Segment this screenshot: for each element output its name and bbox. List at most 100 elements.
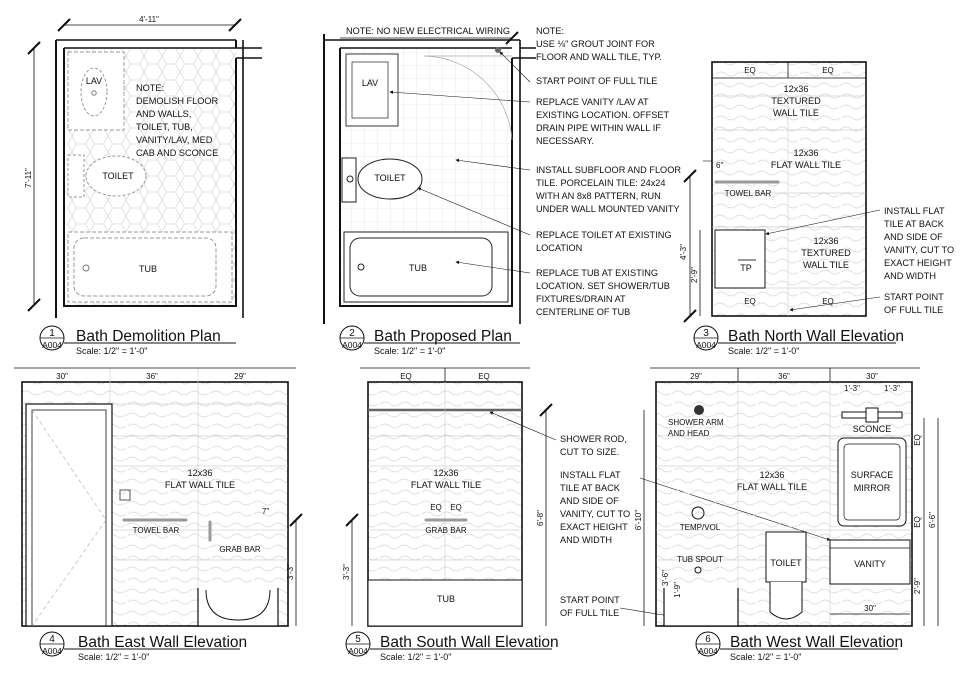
svg-text:REPLACE TOILET AT EXISTING: REPLACE TOILET AT EXISTING [536,230,671,240]
north-install-note: INSTALL FLAT TILE AT BACK AND SIDE OF VA… [884,206,954,281]
svg-text:A004: A004 [42,340,62,350]
svg-text:12x36: 12x36 [433,468,458,478]
north-start-note: START POINT OF FULL TILE [884,292,944,315]
west-dim-36: 3'-6" [661,570,670,586]
svg-text:START POINT: START POINT [884,292,944,302]
svg-text:4: 4 [49,634,55,645]
svg-text:1: 1 [49,328,55,339]
west-eq-lower: EQ [913,516,922,528]
demo-tub-label: TUB [139,264,157,274]
svg-text:6: 6 [705,634,711,645]
svg-text:Scale: 1/2" = 1'-0": Scale: 1/2" = 1'-0" [374,346,445,356]
svg-text:12x36: 12x36 [793,148,818,158]
title-block-4: 4 A004 Bath East Wall Elevation Scale: 1… [39,631,247,662]
svg-text:LOCATION. SET SHOWER/TUB: LOCATION. SET SHOWER/TUB [536,281,670,291]
demo-height-dim: 7'-11" [24,168,33,188]
title-block-6: 6 A004 Bath West Wall Elevation Scale: 1… [695,631,903,662]
svg-text:SHOWER ARM: SHOWER ARM [668,418,724,427]
svg-text:INSTALL SUBFLOOR AND FLOOR: INSTALL SUBFLOOR AND FLOOR [536,165,681,175]
west-temp-vol: TEMP/VOL [680,523,721,532]
view-title-4: Bath East Wall Elevation [78,634,247,651]
svg-text:EXACT HEIGHT: EXACT HEIGHT [884,258,952,268]
svg-text:CUT TO SIZE.: CUT TO SIZE. [560,447,619,457]
svg-text:Scale: 1/2" = 1'-0": Scale: 1/2" = 1'-0" [380,652,451,662]
west-shower-arm-label: SHOWER ARM AND HEAD [668,418,724,438]
south-install-note: INSTALL FLAT TILE AT BACK AND SIDE OF VA… [560,470,630,545]
svg-text:12x36: 12x36 [759,470,784,480]
east-tile-label: 12x36 FLAT WALL TILE [165,468,235,490]
svg-text:TOILET, TUB,: TOILET, TUB, [136,122,193,132]
demo-note: NOTE: DEMOLISH FLOOR AND WALLS, TOILET, … [136,83,219,158]
view-north-wall-elevation: EQ EQ 12x36 TEXTURED WALL TILE 12x36 FLA… [679,61,954,323]
svg-text:AND WIDTH: AND WIDTH [560,535,612,545]
east-dim-29: 29" [234,372,246,381]
view-demolition-plan: 4'-11" 7'-11" LAV TOILET TUB NOTE: DEMOL… [24,15,262,318]
svg-text:A004: A004 [42,646,62,656]
svg-text:Scale: 1/2" = 1'-0": Scale: 1/2" = 1'-0" [730,652,801,662]
svg-text:WITH AN 8x8 PATTERN, RUN: WITH AN 8x8 PATTERN, RUN [536,191,661,201]
svg-text:WALL TILE: WALL TILE [803,260,849,270]
south-start-note: START POINT OF FULL TILE [560,595,620,618]
east-dim-36: 36" [146,372,158,381]
svg-text:MIRROR: MIRROR [854,483,891,493]
west-eq-upper: EQ [913,434,922,446]
svg-text:NECESSARY.: NECESSARY. [536,136,594,146]
west-dim-19: 1'-9" [673,582,682,598]
north-eq-top-left: EQ [744,66,756,75]
svg-text:INSTALL FLAT: INSTALL FLAT [884,206,945,216]
north-towel-bar: TOWEL BAR [725,189,772,198]
svg-text:TILE AT BACK: TILE AT BACK [560,483,621,493]
west-dim-29-right: 2'-9" [913,578,922,594]
north-textured-tile-label: 12x36 TEXTURED WALL TILE [771,84,821,118]
svg-text:OF FULL TILE: OF FULL TILE [884,305,943,315]
north-dim-29: 2'-9" [690,267,699,283]
svg-text:FLAT WALL TILE: FLAT WALL TILE [737,482,807,492]
north-dim-43: 4'-3" [679,244,688,260]
svg-text:Scale: 1/2" = 1'-0": Scale: 1/2" = 1'-0" [76,346,147,356]
svg-text:FLAT WALL TILE: FLAT WALL TILE [771,160,841,170]
proposed-lav-label: LAV [362,78,378,88]
west-dim-30: 30" [866,372,878,381]
south-shower-note: SHOWER ROD, CUT TO SIZE. [560,434,627,457]
south-eq-small-left: EQ [430,503,442,512]
south-eq-right: EQ [478,372,490,381]
view-west-wall-elevation: 29" 36" 30" 1'-3" 1'-3" SHOWER ARM AND H… [634,367,939,627]
svg-text:A004: A004 [348,646,368,656]
svg-text:REPLACE VANITY /LAV AT: REPLACE VANITY /LAV AT [536,97,649,107]
west-tile-label: 12x36 FLAT WALL TILE [737,470,807,492]
proposed-grout-note: NOTE: USE ⅛" GROUT JOINT FOR FLOOR AND W… [536,26,662,62]
east-dim-7: 7" [262,507,269,516]
view-title-3: Bath North Wall Elevation [728,328,904,345]
svg-text:AND WALLS,: AND WALLS, [136,109,191,119]
west-dim-13a: 1'-3" [844,384,860,393]
south-tile-label: 12x36 FLAT WALL TILE [411,468,481,490]
west-dim-29: 29" [690,372,702,381]
west-tub-spout: TUB SPOUT [677,555,723,564]
north-eq-bottom-right: EQ [822,297,834,306]
proposed-toilet-note: REPLACE TOILET AT EXISTING LOCATION [536,230,671,253]
proposed-tub-label: TUB [409,263,427,273]
svg-text:SURFACE: SURFACE [851,470,894,480]
title-block-5: 5 A004 Bath South Wall Elevation Scale: … [345,631,559,662]
svg-text:TEXTURED: TEXTURED [771,96,821,106]
svg-text:AND WIDTH: AND WIDTH [884,271,936,281]
svg-text:2: 2 [349,328,355,339]
svg-text:CAB AND SCONCE: CAB AND SCONCE [136,148,218,158]
svg-text:REPLACE TUB AT EXISTING: REPLACE TUB AT EXISTING [536,268,658,278]
view-east-wall-elevation: 30" 36" 29" 12x36 FLAT WALL TILE TOWEL B… [14,367,303,627]
svg-text:INSTALL FLAT: INSTALL FLAT [560,470,621,480]
svg-text:12x36: 12x36 [187,468,212,478]
svg-text:TEXTURED: TEXTURED [801,248,851,258]
proposed-start-tile-note: START POINT OF FULL TILE [536,76,657,86]
demo-width-dim: 4'-11" [139,15,159,24]
svg-text:12x36: 12x36 [813,236,838,246]
svg-text:3: 3 [703,328,709,339]
west-vanity: VANITY [854,559,886,569]
svg-text:FLAT WALL TILE: FLAT WALL TILE [165,480,235,490]
view-title-2: Bath Proposed Plan [374,328,512,345]
west-toilet: TOILET [770,558,802,568]
svg-text:5: 5 [355,634,361,645]
svg-text:FIXTURES/DRAIN AT: FIXTURES/DRAIN AT [536,294,626,304]
svg-text:AND HEAD: AND HEAD [668,429,710,438]
